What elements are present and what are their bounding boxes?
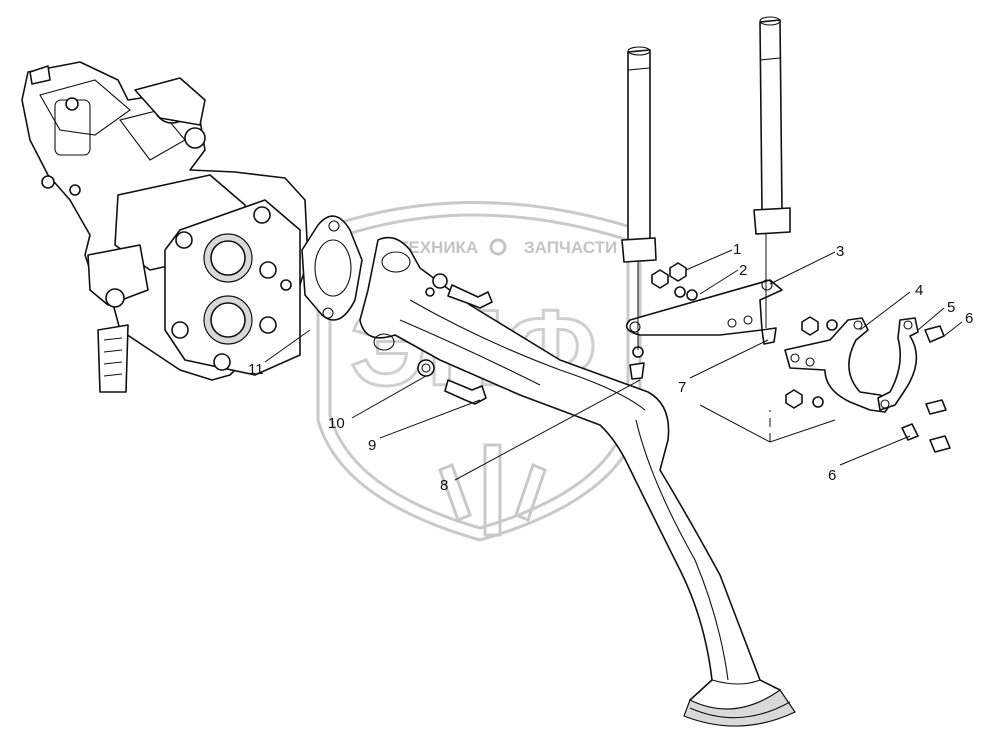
- clamp-bracket: [699, 316, 951, 453]
- bolt-upper: [447, 284, 493, 309]
- washer-upper: [432, 273, 448, 289]
- callout-4: 4: [915, 282, 923, 299]
- oil-pump-assembly: [21, 61, 309, 393]
- callout-11: 11: [248, 361, 264, 378]
- callout-labels: 1 2 3 4 5 6 6 7 8 9 10 11: [248, 241, 973, 494]
- callout-3: 3: [836, 243, 844, 260]
- callout-10: 10: [328, 415, 345, 432]
- tube-right: [759, 19, 783, 213]
- callout-7: 7: [678, 379, 686, 396]
- watermark-gear-icon: [489, 238, 507, 256]
- flange-fasteners: [417, 273, 493, 405]
- washer-10: [417, 359, 435, 377]
- bracket: [625, 279, 783, 345]
- dipstick-tubes: [621, 16, 791, 263]
- callout-8: 8: [440, 477, 448, 494]
- watermark-left-word: ТЕХНИКА: [398, 238, 478, 257]
- nuts-washers-top: [629, 234, 767, 380]
- leader-lines: [264, 249, 963, 481]
- callout-5: 5: [947, 299, 955, 316]
- callout-9: 9: [368, 437, 376, 454]
- callout-1: 1: [733, 241, 741, 258]
- callout-2: 2: [739, 262, 747, 279]
- callout-6-lower: 6: [828, 467, 836, 484]
- watermark-wheat-icon: [438, 443, 547, 537]
- gasket: [301, 215, 363, 321]
- tube-left: [627, 49, 651, 243]
- oil-intake-pipe: [359, 236, 796, 727]
- callout-6-upper: 6: [965, 310, 973, 327]
- watermark-shield: [316, 201, 642, 542]
- bolt-9: [444, 379, 487, 405]
- watermark-right-word: ЗАПЧАСТИ: [524, 238, 617, 257]
